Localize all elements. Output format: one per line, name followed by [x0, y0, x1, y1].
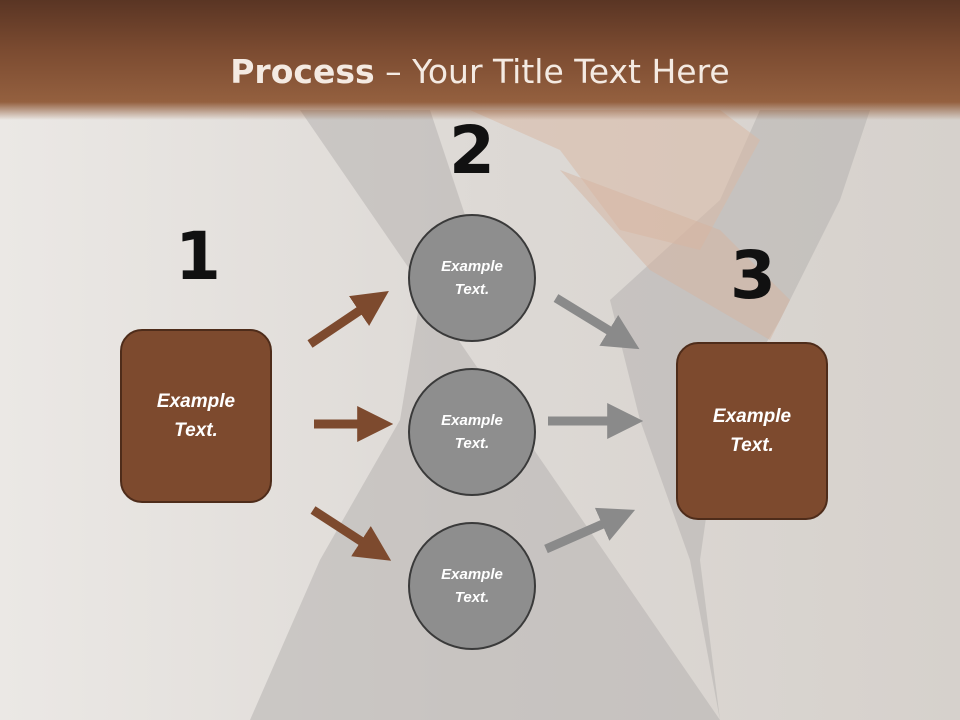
left-box-line2: Text. [174, 420, 218, 441]
right-box-line1: Example [712, 406, 792, 427]
circle-top-line1: Example [441, 258, 503, 275]
left-step-box[interactable]: Example Text. [120, 329, 272, 503]
circle-middle[interactable]: Example Text. [408, 368, 536, 496]
circle-middle-line2: Text. [454, 435, 490, 452]
slide-title: Process – Your Title Text Here [0, 52, 960, 91]
circle-bottom[interactable]: Example Text. [408, 522, 536, 650]
left-box-line1: Example [156, 391, 236, 412]
step-number-3: 3 [730, 237, 776, 314]
circle-middle-line1: Example [441, 412, 503, 429]
title-bar [0, 0, 960, 120]
arrow-left-to-bottom [310, 506, 392, 561]
right-step-box[interactable]: Example Text. [676, 342, 828, 520]
step-number-1: 1 [175, 218, 221, 295]
step-number-2: 2 [449, 112, 495, 189]
arrow-bottom-to-right [544, 507, 636, 554]
arrow-left-to-top [307, 290, 389, 348]
arrow-top-to-right [553, 294, 640, 350]
circle-bottom-line1: Example [441, 566, 503, 583]
circle-bottom-line2: Text. [454, 589, 490, 606]
title-rest: – Your Title Text Here [374, 52, 730, 91]
circle-top[interactable]: Example Text. [408, 214, 536, 342]
title-bold: Process [230, 52, 375, 91]
right-box-line2: Text. [730, 435, 774, 456]
circle-top-line2: Text. [454, 281, 490, 298]
